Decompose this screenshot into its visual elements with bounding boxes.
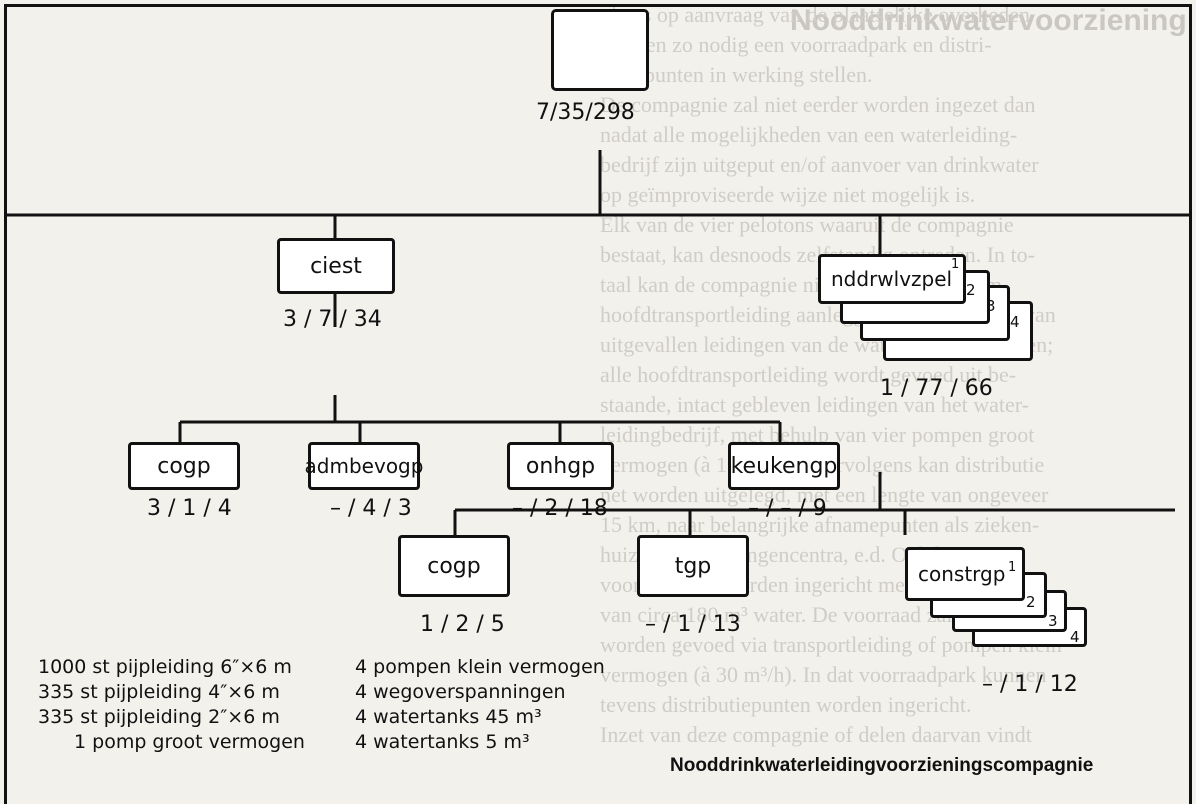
cogp-label-2: 1 / 2 / 5 — [420, 612, 505, 637]
background-text-line: vermogen (à 30 m³/h). In dat voorraadpar… — [600, 662, 1047, 687]
legend-right-3: 4 watertanks 45 m³ — [355, 706, 542, 728]
onhgp-label: – / 2 / 18 — [512, 496, 608, 521]
nddrwlvzpel-num-1: 1 — [951, 257, 960, 272]
legend-right-1: 4 pompen klein vermogen — [355, 656, 605, 678]
background-text-line: tevens distributiepunten worden ingerich… — [600, 692, 972, 717]
background-text-line: Inzet van deze compagnie of delen daarva… — [600, 722, 1032, 747]
legend-left-4: 1 pomp groot vermogen — [74, 731, 305, 753]
legend-right-4: 4 watertanks 5 m³ — [355, 731, 530, 753]
nddrwlvzpel-box: nddrwlvzpel — [818, 254, 966, 304]
background-text-line: nadat alle mogelijkheden van een waterle… — [600, 122, 1018, 147]
background-text-line: De compagnie zal niet eerder worden inge… — [600, 92, 1036, 117]
cogp-box-1: cogp — [128, 442, 240, 490]
background-text-line: 15 km, naar belangrijke afnamepunten als… — [600, 512, 1040, 537]
constrgp-box: constrgp — [905, 547, 1025, 601]
admbevogp-label: – / 4 / 3 — [330, 496, 412, 521]
constrgp-label: – / 1 / 12 — [982, 672, 1078, 697]
nddrwlvzpel-num-3: 3 — [986, 297, 996, 315]
tgp-label: – / 1 / 13 — [645, 612, 741, 637]
constrgp-num-2: 2 — [1026, 593, 1036, 611]
constrgp-num-4: 4 — [1070, 628, 1080, 646]
admbevogp-box: admbevogp — [305, 442, 423, 490]
keukengp-name: keukengp — [730, 453, 838, 479]
tgp-box: tgp — [637, 535, 749, 597]
legend-right-2: 4 wegoverspanningen — [355, 681, 566, 703]
cogp-name-2: cogp — [427, 553, 481, 579]
background-text-line: staande, intact gebleven leidingen van h… — [600, 392, 1029, 417]
legend-left-1: 1000 st pijpleiding 6″×6 m — [38, 656, 292, 678]
admbevogp-name: admbevogp — [304, 454, 424, 478]
background-text-line: bedrijf zijn uitgeput en/of aanvoer van … — [600, 152, 1039, 177]
nddrwlvzpel-num-2: 2 — [966, 281, 976, 299]
background-text-line: op geïmproviseerde wijze niet mogelijk i… — [600, 182, 976, 207]
ciest-name: ciest — [310, 253, 362, 279]
keukengp-label: – / – / 9 — [748, 496, 827, 521]
legend-left-2: 335 st pijpleiding 4″×6 m — [38, 681, 280, 703]
constrgp-num-3: 3 — [1048, 612, 1058, 630]
background-title: Nooddrinkwatervoorziening — [790, 4, 1187, 37]
ciest-label: 3 / 7 / 34 — [283, 307, 382, 332]
ciest-box: ciest — [277, 238, 395, 294]
cogp-name-1: cogp — [157, 453, 211, 479]
tgp-name: tgp — [674, 553, 712, 579]
background-text-line: van circa 180 m³ water. De voorraad zal … — [600, 602, 995, 627]
onhgp-name: onhgp — [525, 453, 596, 479]
legend-left-3: 335 st pijpleiding 2″×6 m — [38, 706, 280, 728]
background-text-line: u 3), en zo nodig een voorraadpark en di… — [600, 32, 992, 57]
top-unit-label: 7/35/298 — [536, 100, 635, 125]
constrgp-num-1: 1 — [1008, 560, 1017, 575]
nddrwlvzpel-num-4: 4 — [1010, 313, 1020, 331]
cogp-box-2: cogp — [398, 535, 510, 597]
top-unit-box — [551, 9, 649, 91]
background-text-line: alle hoofdtransportleiding wordt gevoed … — [600, 362, 1017, 387]
constrgp-name: constrgp — [918, 562, 1006, 586]
nddrwlvzpel-name: nddrwlvzpel — [831, 267, 953, 291]
diagram-frame — [4, 4, 1192, 804]
cogp-label-1: 3 / 1 / 4 — [147, 496, 232, 521]
keukengp-box: keukengp — [728, 442, 840, 490]
nddrwlvzpel-label: 1 / 77 / 66 — [880, 376, 993, 401]
diagram-caption: Nooddrinkwaterleidingvoorzieningscompagn… — [670, 755, 1094, 776]
onhgp-box: onhgp — [507, 442, 614, 490]
